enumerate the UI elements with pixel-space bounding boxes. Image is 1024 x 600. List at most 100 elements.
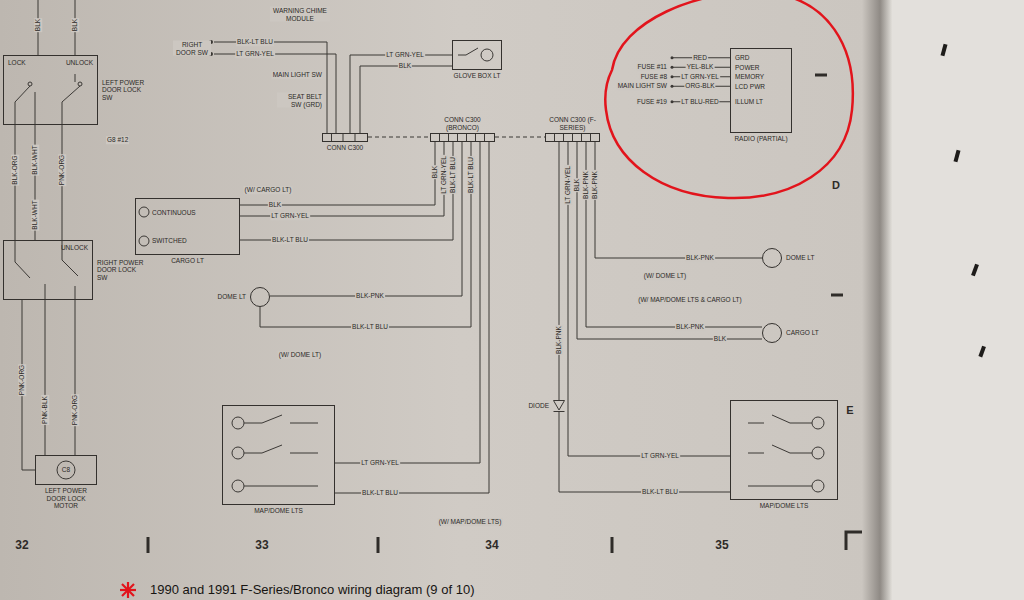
part-name: DIODE bbox=[528, 402, 549, 410]
part-text: MEMORY bbox=[735, 72, 764, 82]
lamp-symbol bbox=[748, 415, 812, 423]
facing-page-mark bbox=[941, 44, 986, 358]
wire-connector bbox=[350, 55, 452, 133]
node-body bbox=[453, 41, 501, 69]
lamp-symbol: DOME LT bbox=[218, 287, 270, 307]
wire-color-label: LT GRN-YEL bbox=[270, 212, 310, 220]
lamp-symbol bbox=[812, 447, 824, 459]
switch-symbol bbox=[15, 240, 30, 278]
part-name: CARGO LT bbox=[786, 329, 819, 337]
margin-mark bbox=[148, 75, 862, 553]
switch-symbol bbox=[57, 461, 75, 479]
wire-label: RIGHT DOOR SW bbox=[173, 41, 211, 56]
wire-color-label: BLK-PNK bbox=[355, 292, 385, 300]
switch-symbol bbox=[45, 284, 46, 300]
wire-label: MAIN LIGHT SW bbox=[272, 71, 323, 79]
switch-symbol bbox=[458, 48, 478, 55]
lamp-symbol bbox=[748, 445, 812, 453]
lamp-box-outline: CONTINUOUSSWITCHED bbox=[135, 198, 240, 255]
wire-color-label: BLK-LT BLU bbox=[641, 488, 679, 496]
part-text: UNLOCK bbox=[66, 59, 93, 67]
lamp-symbol-outline bbox=[762, 323, 782, 343]
lamp-symbol bbox=[232, 447, 244, 459]
connector-pin bbox=[332, 133, 591, 142]
lamp-box-outline bbox=[730, 400, 838, 500]
node-body bbox=[763, 249, 781, 267]
wire bbox=[214, 42, 327, 133]
page-gutter bbox=[862, 0, 892, 600]
switch-box: LOCKUNLOCKLEFT POWER DOOR LOCK SW bbox=[3, 55, 152, 125]
wire-connector bbox=[559, 412, 730, 492]
node-body bbox=[431, 134, 494, 141]
wire-connector bbox=[270, 142, 462, 296]
node-body: GRDPOWERMEMORYLCD PWRILLUM LT bbox=[731, 49, 791, 132]
red-circle bbox=[605, 0, 853, 198]
wire-connector bbox=[495, 137, 545, 138]
part-name: RADIO (PARTIAL) bbox=[730, 135, 792, 143]
wire-color-label: PNK-ORG bbox=[71, 394, 79, 426]
margin-mark bbox=[815, 74, 827, 77]
wire-color-label: PNK-ORG bbox=[58, 154, 66, 186]
radio-box: GRDPOWERMEMORYLCD PWRILLUM LT RADIO (PART… bbox=[730, 48, 792, 143]
wire-connector bbox=[360, 66, 452, 133]
part-name: RIGHT POWER DOOR LOCK SW bbox=[97, 259, 147, 282]
page-number: 35 bbox=[714, 539, 729, 552]
switch-symbol bbox=[75, 74, 76, 82]
wire-color-label: BLK-PNK bbox=[675, 323, 705, 331]
switch-box-outline: UNLOCK bbox=[3, 240, 93, 300]
part-name: MAP/DOME LTS bbox=[730, 502, 838, 510]
motor-box: C8LEFT POWER DOOR LOCK MOTOR bbox=[35, 455, 97, 510]
wire-label: G8 #12 bbox=[106, 136, 129, 144]
part-text: POWER bbox=[735, 63, 760, 73]
switch-box-outline: LOCK UNLOCK bbox=[3, 55, 98, 125]
wire-label: (W/ MAP/DOME LTS) bbox=[438, 518, 503, 526]
facing-page-mark bbox=[978, 346, 986, 358]
wire-color-label: BLK-PNK bbox=[555, 325, 563, 355]
lamp-symbol bbox=[232, 417, 244, 429]
part-name: CARGO LT bbox=[135, 257, 240, 265]
lamp-symbol bbox=[232, 480, 244, 492]
connector-pin bbox=[332, 133, 356, 142]
wire bbox=[214, 54, 336, 133]
facing-page-mark bbox=[941, 44, 948, 57]
part-name: CONN C300 (F-SERIES) bbox=[545, 116, 600, 131]
wire-color-label: LT GRN-YEL bbox=[360, 459, 400, 467]
wire-color-label: BLK-LT BLU bbox=[351, 323, 389, 331]
lamp-box: MAP/DOME LTS bbox=[222, 405, 335, 515]
part-text: ILLUM LT bbox=[735, 97, 763, 107]
wire-connector bbox=[577, 142, 762, 339]
node-body: LOCK UNLOCK bbox=[4, 56, 97, 124]
wire-label: BLK-LT BLU bbox=[236, 38, 274, 46]
lamp-symbol: DOME LT bbox=[762, 248, 814, 268]
lamp-symbol bbox=[244, 445, 318, 453]
wire-color-label: BLK-ORG bbox=[11, 154, 19, 185]
wire-label: (W/ DOME LT) bbox=[643, 272, 688, 280]
connector-pin bbox=[440, 133, 485, 142]
part-text: LOCK bbox=[8, 59, 26, 67]
lamp-box-outline bbox=[222, 405, 335, 505]
wire bbox=[22, 0, 730, 470]
switch-symbol bbox=[62, 86, 80, 125]
wire-label: FUSE #19 bbox=[636, 98, 668, 106]
wire-connector bbox=[260, 142, 471, 327]
wire-dot bbox=[671, 85, 674, 88]
wire-connector bbox=[335, 142, 489, 493]
lamp-box-outline bbox=[452, 40, 502, 70]
wire-label: RED bbox=[692, 54, 708, 62]
wire-label: FUSE #11 bbox=[636, 64, 668, 72]
margin-mark bbox=[831, 294, 843, 297]
wire-color-label: BLK bbox=[398, 62, 412, 70]
lamp-symbol bbox=[139, 207, 149, 217]
wire-connector bbox=[240, 142, 444, 216]
part-name: DOME LT bbox=[218, 293, 246, 301]
facing-page bbox=[892, 0, 1024, 600]
wire-color-label: BLK bbox=[268, 201, 282, 209]
switch-box: UNLOCKRIGHT POWER DOOR LOCK SW bbox=[3, 240, 147, 300]
wire-label: BLK bbox=[34, 18, 42, 32]
lamp-symbol bbox=[812, 480, 824, 492]
node-body bbox=[553, 400, 565, 412]
wire-label: ORG-BLK bbox=[684, 83, 715, 91]
